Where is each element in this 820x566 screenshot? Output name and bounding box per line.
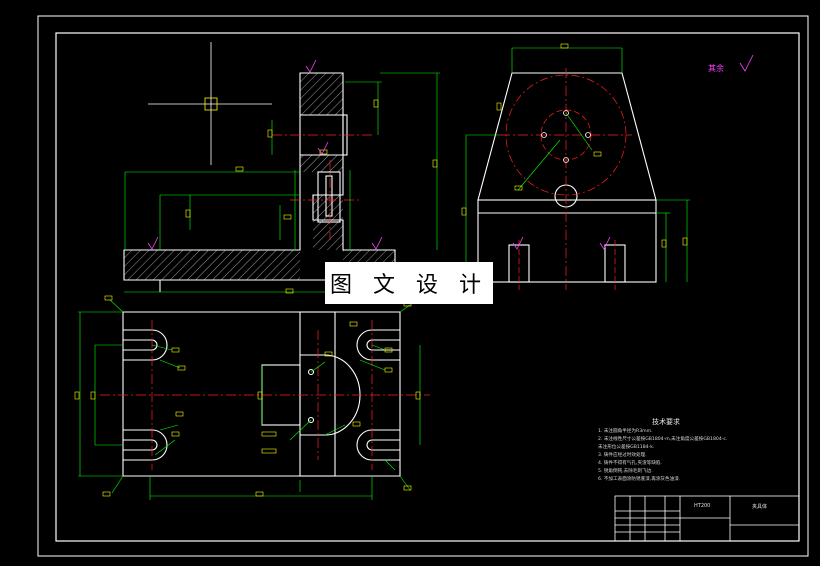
- tech-requirement-item: 6. 不加工表面涂防锈底漆,再涂灰色油漆.: [598, 477, 681, 482]
- front-view-roughness-symbols: [147, 59, 383, 250]
- watermark-banner: 图 文 设 计: [325, 262, 493, 304]
- title-block-material: HT200: [694, 503, 711, 509]
- side-view-dimensions: [461, 43, 690, 282]
- tech-requirement-item: 4. 铸件不得有气孔,夹渣等缺陷.: [598, 461, 662, 466]
- plan-view-centerlines: [100, 320, 430, 470]
- front-section-view: [123, 42, 396, 292]
- side-view: [477, 72, 657, 283]
- tech-requirements-list: 1. 未注圆角半径为R3mm. 2. 未注线性尺寸公差按GB1804-m,未注角…: [598, 428, 798, 484]
- side-view-roughness-symbols: [512, 54, 754, 250]
- outer-border: [37, 15, 809, 557]
- front-view-centerlines: [272, 134, 372, 240]
- tech-requirement-item: 2. 未注线性尺寸公差按GB1804-m,未注角度公差按GB1804-c.: [598, 437, 728, 442]
- side-view-centerlines: [500, 68, 632, 290]
- side-view-holes: [541, 110, 591, 163]
- inner-border: [55, 32, 800, 542]
- tech-requirement-item: 3. 铸件应经过时效处理.: [598, 453, 647, 458]
- front-view-dimensions: [124, 72, 440, 294]
- roughness-note-label: 其余: [708, 64, 724, 73]
- title-block: [614, 495, 800, 542]
- tech-requirement-item: 5. 锐角倒钝,去除毛刺飞边.: [598, 469, 653, 474]
- plan-view: [122, 311, 401, 477]
- plan-view-dimensions: [74, 295, 421, 500]
- tech-requirement-item: 未注形位公差按GB1184-k.: [598, 445, 655, 450]
- tech-requirements-title: 技术要求: [652, 418, 680, 426]
- title-block-part-name: 夹具体: [752, 504, 768, 510]
- tech-requirement-item: 1. 未注圆角半径为R3mm.: [598, 429, 653, 434]
